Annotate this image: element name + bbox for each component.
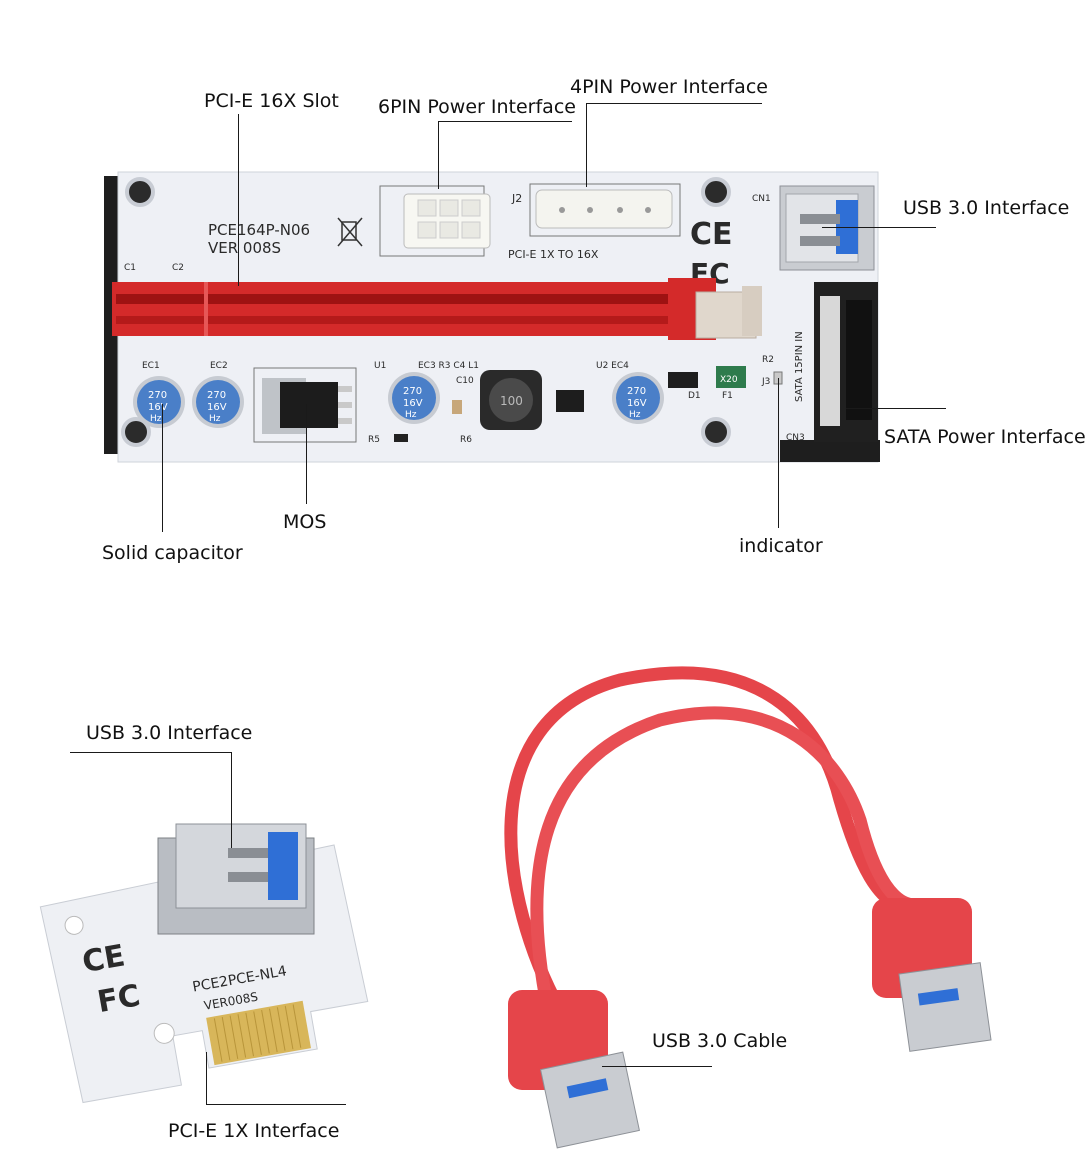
- callout-pcie16x-slot: PCI-E 16X Slot: [204, 90, 339, 112]
- leader-4pin-h: [586, 103, 762, 104]
- ref-c1: C1: [124, 263, 136, 273]
- ref-ec1: EC1: [142, 361, 160, 371]
- ref-u2ec4: U2 EC4: [596, 361, 629, 371]
- riser-board: PCE164P-N06 VER 008S J2 PCI-E 1X TO 16X …: [104, 171, 880, 463]
- callout-sata-power: SATA Power Interface: [884, 426, 1086, 448]
- mos-transistor: [253, 367, 357, 443]
- callout-6pin-power: 6PIN Power Interface: [378, 96, 576, 118]
- fuse: X20: [716, 366, 746, 388]
- four-pin-connector: [529, 183, 681, 237]
- inductor: 100: [480, 370, 542, 430]
- leader-6pin-h: [438, 121, 572, 122]
- svg-text:100: 100: [500, 394, 523, 408]
- leader-4pin-v: [586, 103, 587, 187]
- ref-j2: J2: [511, 192, 522, 205]
- svg-text:270: 270: [403, 386, 422, 397]
- callout-solid-capacitor: Solid capacitor: [102, 542, 243, 564]
- usb-plug-right: [872, 898, 992, 1052]
- riser-model: PCE164P-N06: [208, 221, 310, 239]
- ref-f1: F1: [722, 391, 733, 401]
- usb3-port: [779, 185, 875, 271]
- svg-text:Hz: Hz: [209, 414, 221, 424]
- ref-ec3: EC3 R3 C4 L1: [418, 361, 479, 371]
- diode: [668, 372, 698, 388]
- ref-r5: R5: [368, 435, 380, 445]
- ref-cn3: CN3: [786, 433, 805, 443]
- callout-mos: MOS: [283, 511, 327, 533]
- ref-d1: D1: [688, 391, 701, 401]
- leader-6pin-v: [438, 121, 439, 189]
- usb-plug-left: [508, 990, 640, 1149]
- svg-text:270: 270: [148, 390, 167, 401]
- callout-pcie1x-interface: PCI-E 1X Interface: [168, 1120, 340, 1142]
- svg-text:Hz: Hz: [629, 410, 641, 420]
- ic-chip: [556, 390, 584, 412]
- leader-capacitor: [162, 404, 163, 532]
- svg-text:16V: 16V: [627, 398, 647, 409]
- ref-j3: J3: [761, 377, 770, 387]
- callout-indicator: indicator: [739, 535, 823, 557]
- callout-4pin-power: 4PIN Power Interface: [570, 76, 768, 98]
- adapter-fcc-mark: FC: [95, 978, 143, 1020]
- svg-text:270: 270: [207, 390, 226, 401]
- svg-text:Hz: Hz: [405, 410, 417, 420]
- svg-text:16V: 16V: [207, 402, 227, 413]
- capacitor-ec1: 270 16V Hz: [133, 376, 185, 428]
- bridge-text: PCI-E 1X TO 16X: [508, 248, 599, 261]
- adapter-usb3-port: [157, 823, 315, 935]
- svg-text:Hz: Hz: [150, 414, 162, 424]
- callout-usb30-bottom: USB 3.0 Interface: [86, 722, 253, 744]
- leader-indicator: [778, 378, 779, 528]
- ref-r6: R6: [460, 435, 472, 445]
- svg-text:16V: 16V: [403, 398, 423, 409]
- leader-mos: [306, 404, 307, 504]
- leader-usb30-cable: [602, 1066, 712, 1067]
- leader-usb30-bottom-h: [70, 752, 232, 753]
- six-pin-connector: [379, 185, 491, 257]
- leader-sata: [846, 408, 946, 409]
- leader-pcie1x-v: [206, 1052, 207, 1104]
- callout-usb30-cable: USB 3.0 Cable: [652, 1030, 788, 1052]
- svg-text:X20: X20: [720, 375, 738, 385]
- ref-r2: R2: [762, 355, 774, 365]
- ref-c2: C2: [172, 263, 184, 273]
- riser-version: VER 008S: [208, 239, 281, 257]
- capacitor-ec3: 270 16V Hz: [388, 372, 440, 424]
- leader-usb30-bottom-v: [231, 752, 232, 848]
- sata-power-connector: [814, 282, 878, 442]
- ref-c10: C10: [456, 376, 474, 386]
- adapter-ce-mark: CE: [80, 938, 128, 980]
- pcie-16x-slot: [112, 278, 762, 340]
- svg-text:270: 270: [627, 386, 646, 397]
- weee-bin-icon: [337, 217, 363, 247]
- svg-text:16V: 16V: [148, 402, 168, 413]
- ref-u1: U1: [374, 361, 386, 371]
- ref-ec2: EC2: [210, 361, 228, 371]
- capacitor-ec4: 270 16V Hz: [612, 372, 664, 424]
- gold-fingers: [206, 1000, 311, 1066]
- capacitor-ec2: 270 16V Hz: [192, 376, 244, 428]
- ref-cn1: CN1: [752, 194, 771, 204]
- callout-usb30-top: USB 3.0 Interface: [903, 197, 1070, 219]
- leader-usb30-top: [822, 227, 936, 228]
- leader-pcie16x: [238, 114, 239, 286]
- ce-mark: CE: [690, 217, 733, 252]
- leader-pcie1x-h: [206, 1104, 346, 1105]
- sata-silk: SATA 15PIN IN: [794, 331, 805, 402]
